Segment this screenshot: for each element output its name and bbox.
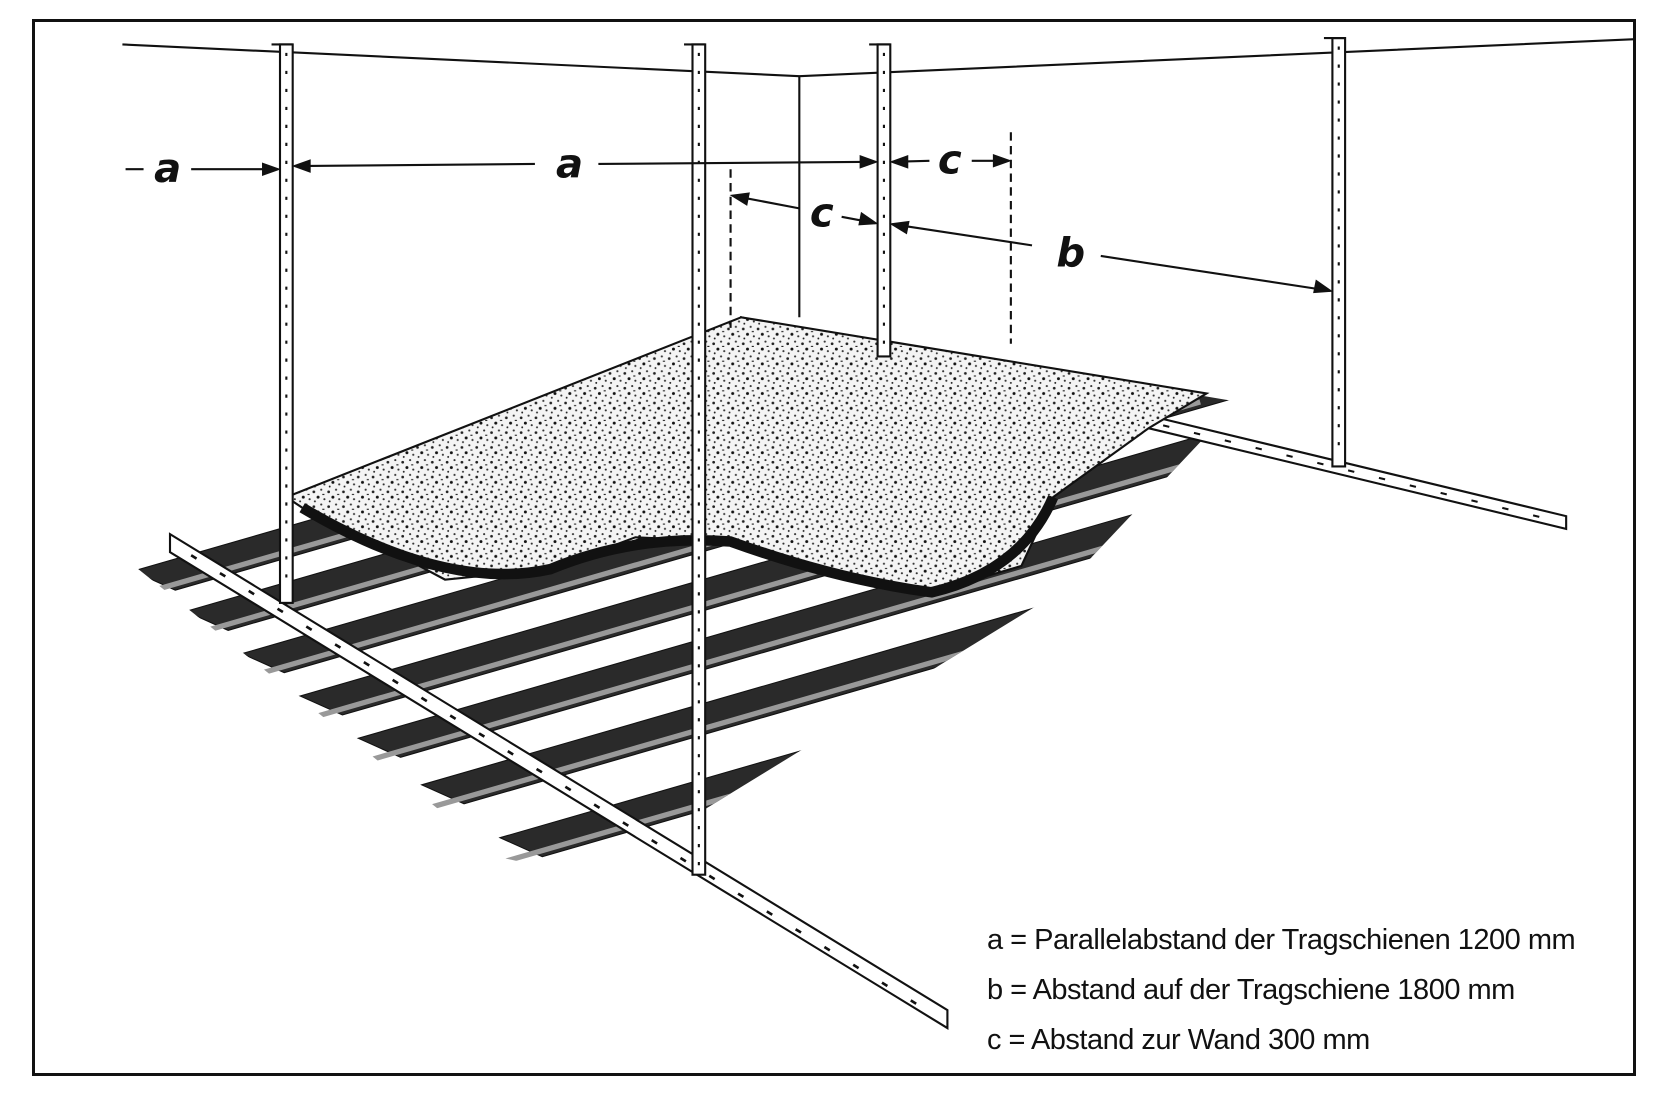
hanger-4 [1323,37,1347,468]
hanger-1 [271,43,294,604]
room-outline [122,38,1635,318]
dimension-label-c-lower: c [810,190,834,236]
diagram-frame [32,19,1636,1076]
legend-item-a: a = Parallelabstand der Tragschienen 120… [987,924,1576,956]
dimension-lines [125,132,1334,344]
legend-item-b: b = Abstand auf der Tragschiene 1800 mm [987,974,1515,1006]
dimension-label-a-left: a [154,146,181,192]
insulation-panel-edge [299,495,1059,598]
legend: a = Parallelabstand der Tragschienen 120… [987,915,1576,1065]
dimension-label-b: b [1056,231,1085,277]
dimension-label-c-upper: c [938,137,962,183]
dimension-label-a-center: a [556,142,583,188]
slat-highlight [305,441,1239,722]
front-support-rail [168,532,949,1030]
hanger-2 [684,43,707,876]
hangers [271,37,1347,876]
hanger-3 [869,43,892,358]
legend-item-c: c = Abstand zur Wand 300 mm [987,1024,1370,1056]
